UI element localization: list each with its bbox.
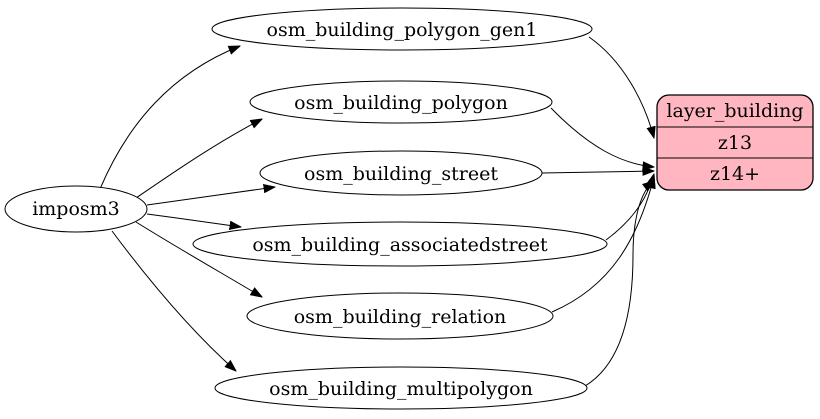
- edge-imposm3-to-osm_building_associatedstreet: [146, 213, 241, 227]
- edge-osm_building_polygon-to-layer_building-z14: [550, 107, 654, 167]
- record-box: [656, 94, 814, 191]
- node-imposm3: imposm3: [4, 185, 148, 233]
- node-label: osm_building_polygon: [294, 92, 508, 114]
- node-label: osm_building_multipolygon: [269, 378, 533, 400]
- edge-imposm3-to-osm_building_polygon_gen1: [99, 46, 240, 190]
- node-ellipse: [249, 80, 553, 124]
- edge-imposm3-to-osm_building_multipolygon: [111, 230, 236, 371]
- edge-osm_building_multipolygon-to-layer_building-z14: [584, 181, 654, 387]
- edge-osm_building_associatedstreet-to-layer_building-z14: [605, 174, 654, 241]
- node-label: imposm3: [32, 198, 120, 220]
- node-ellipse: [211, 7, 593, 51]
- edge-osm_building_relation-to-layer_building-z14: [551, 177, 654, 313]
- node-osm_building_associatedstreet: osm_building_associatedstreet: [192, 221, 608, 267]
- edge-imposm3-to-osm_building_relation: [135, 221, 262, 297]
- node-layer_building: layer_building z13 z14+: [656, 94, 814, 191]
- node-label: osm_building_relation: [294, 306, 507, 328]
- node-ellipse: [192, 221, 608, 267]
- node-ellipse: [246, 292, 554, 340]
- edge-imposm3-to-osm_building_street: [146, 187, 275, 206]
- node-osm_building_multipolygon: osm_building_multipolygon: [214, 366, 588, 410]
- edge-osm_building_polygon_gen1-to-layer_building-z13: [588, 36, 654, 138]
- edge-layer: [99, 36, 654, 387]
- node-ellipse: [214, 366, 588, 410]
- node-osm_building_polygon_gen1: osm_building_polygon_gen1: [211, 7, 593, 51]
- node-osm_building_street: osm_building_street: [259, 150, 543, 196]
- node-label: osm_building_associatedstreet: [252, 234, 548, 256]
- node-osm_building_relation: osm_building_relation: [246, 292, 554, 340]
- node-label: osm_building_polygon_gen1: [267, 19, 538, 41]
- node-ellipse: [259, 150, 543, 196]
- node-osm_building_polygon: osm_building_polygon: [249, 80, 553, 124]
- edge-imposm3-to-osm_building_polygon: [135, 119, 262, 199]
- record-title: layer_building: [666, 100, 803, 122]
- edge-osm_building_street-to-layer_building-z14: [541, 171, 654, 173]
- record-row-z14: z14+: [710, 163, 760, 185]
- node-label: osm_building_street: [304, 163, 498, 185]
- node-ellipse: [4, 185, 148, 233]
- record-row-z13: z13: [718, 132, 752, 154]
